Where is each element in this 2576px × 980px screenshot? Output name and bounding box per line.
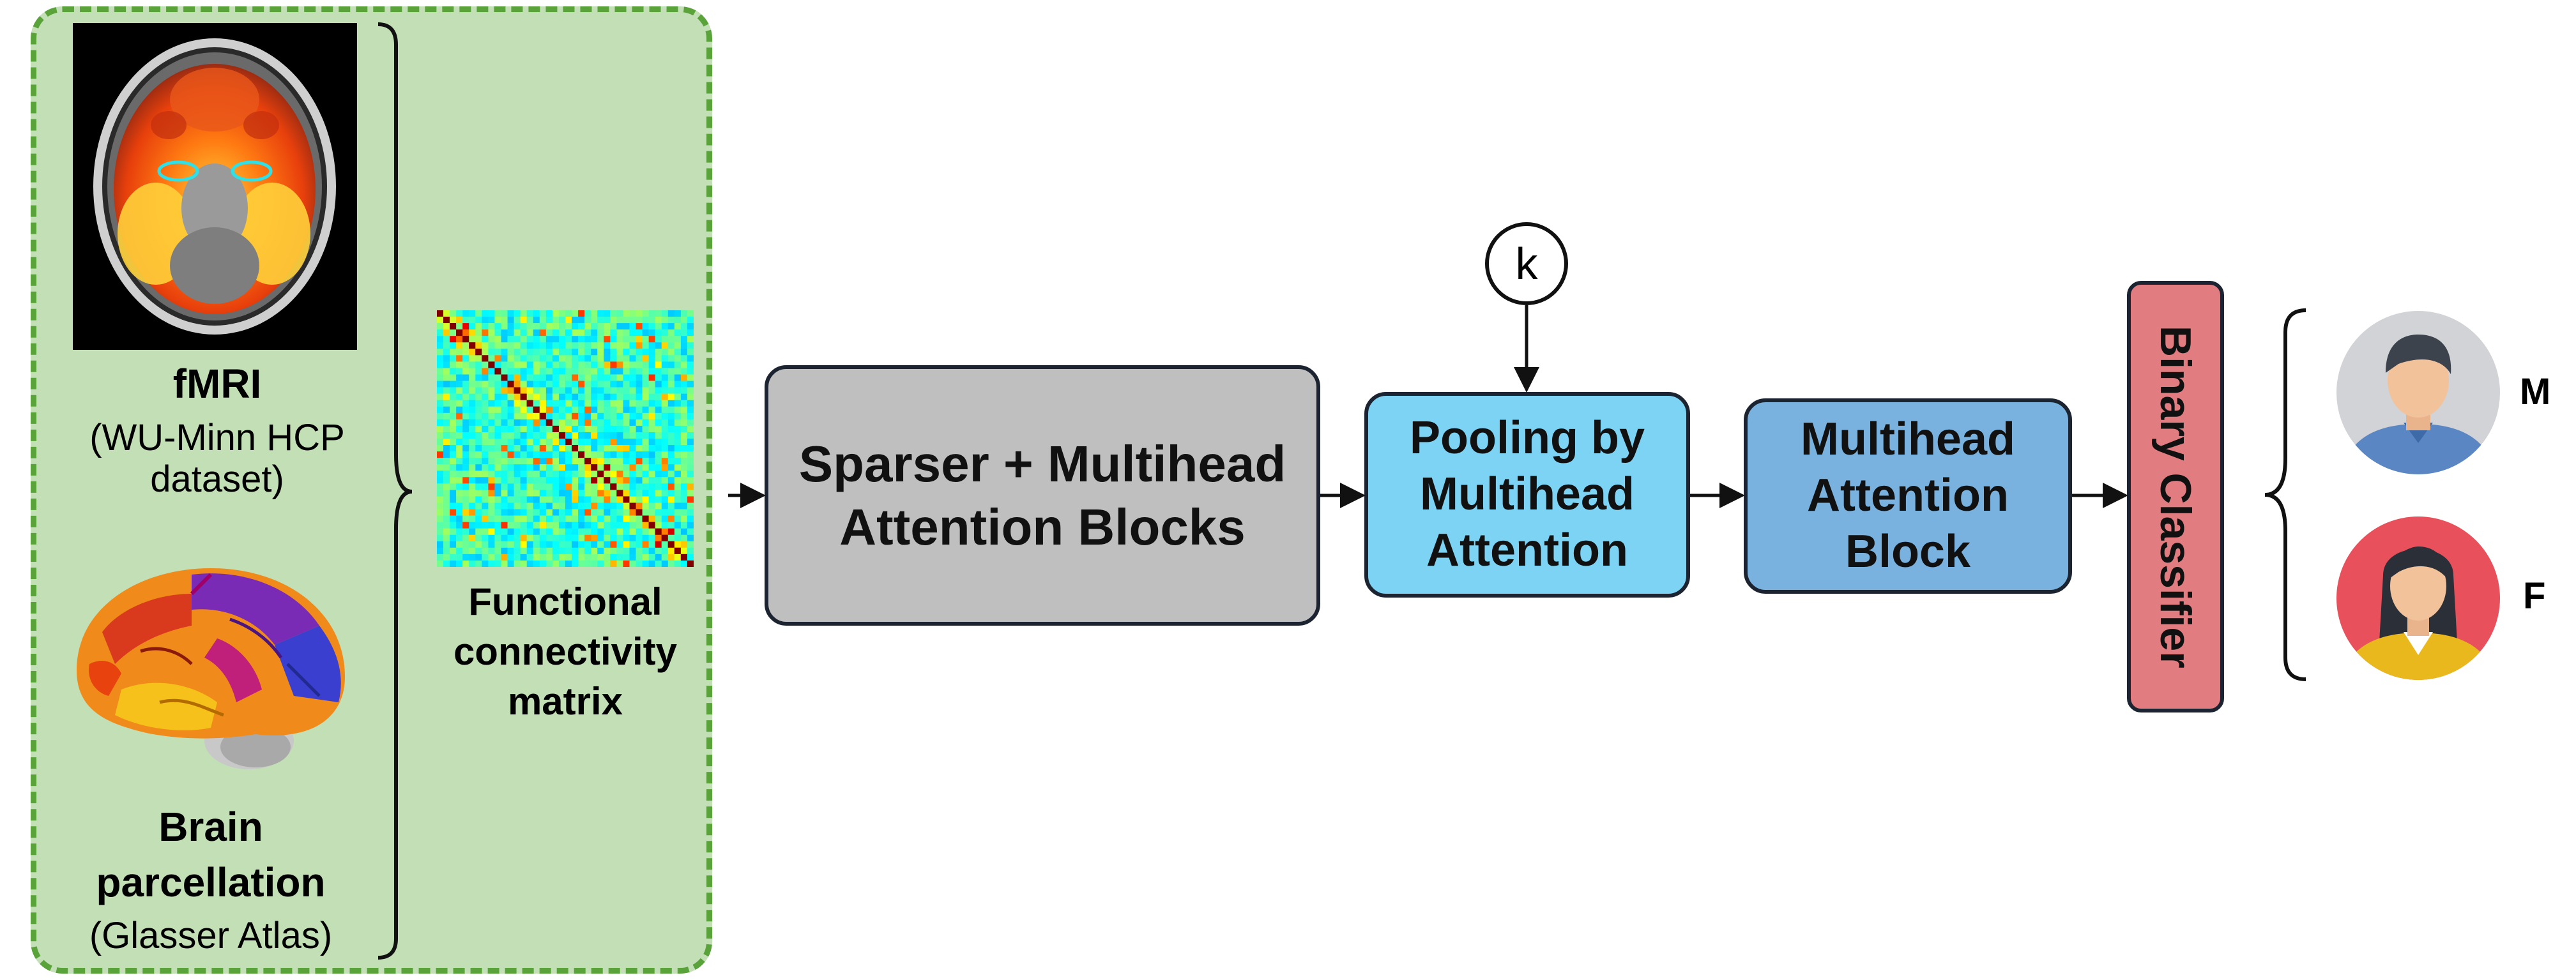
sparser-attention-block: Sparser + Multihead Attention Blocks <box>765 365 1320 626</box>
fc-matrix-label: Functional connectivity matrix <box>453 580 678 723</box>
connectivity-matrix-image <box>437 310 694 567</box>
multihead-attention-label: Multihead Attention Block <box>1801 414 2015 577</box>
parcellation-title: Brain parcellation <box>96 804 326 906</box>
fmri-title: fMRI <box>172 361 262 407</box>
output-brace <box>2264 308 2306 681</box>
pooling-attention-label: Pooling by Multihead Attention <box>1410 412 1645 576</box>
male-label: M <box>2520 371 2551 412</box>
multihead-attention-block: Multihead Attention Block <box>1744 398 2072 594</box>
fmri-source-label: (WU-Minn HCP dataset) <box>89 417 345 500</box>
binary-classifier-label: Binary Classifier <box>2151 325 2200 668</box>
k-parameter-node: k <box>1485 222 1568 305</box>
female-label: F <box>2523 575 2546 617</box>
brain-scan-image <box>73 23 357 350</box>
k-parameter-label: k <box>1515 239 1538 289</box>
male-avatar-icon <box>2336 311 2500 474</box>
sparser-attention-label: Sparser + Multihead Attention Blocks <box>798 435 1286 555</box>
binary-classifier-block: Binary Classifier <box>2127 281 2224 712</box>
female-avatar-icon <box>2336 516 2500 680</box>
parcellation-source-label: (Glasser Atlas) <box>89 915 333 956</box>
brain-3d-image <box>77 568 345 769</box>
pooling-attention-block: Pooling by Multihead Attention <box>1364 392 1690 598</box>
